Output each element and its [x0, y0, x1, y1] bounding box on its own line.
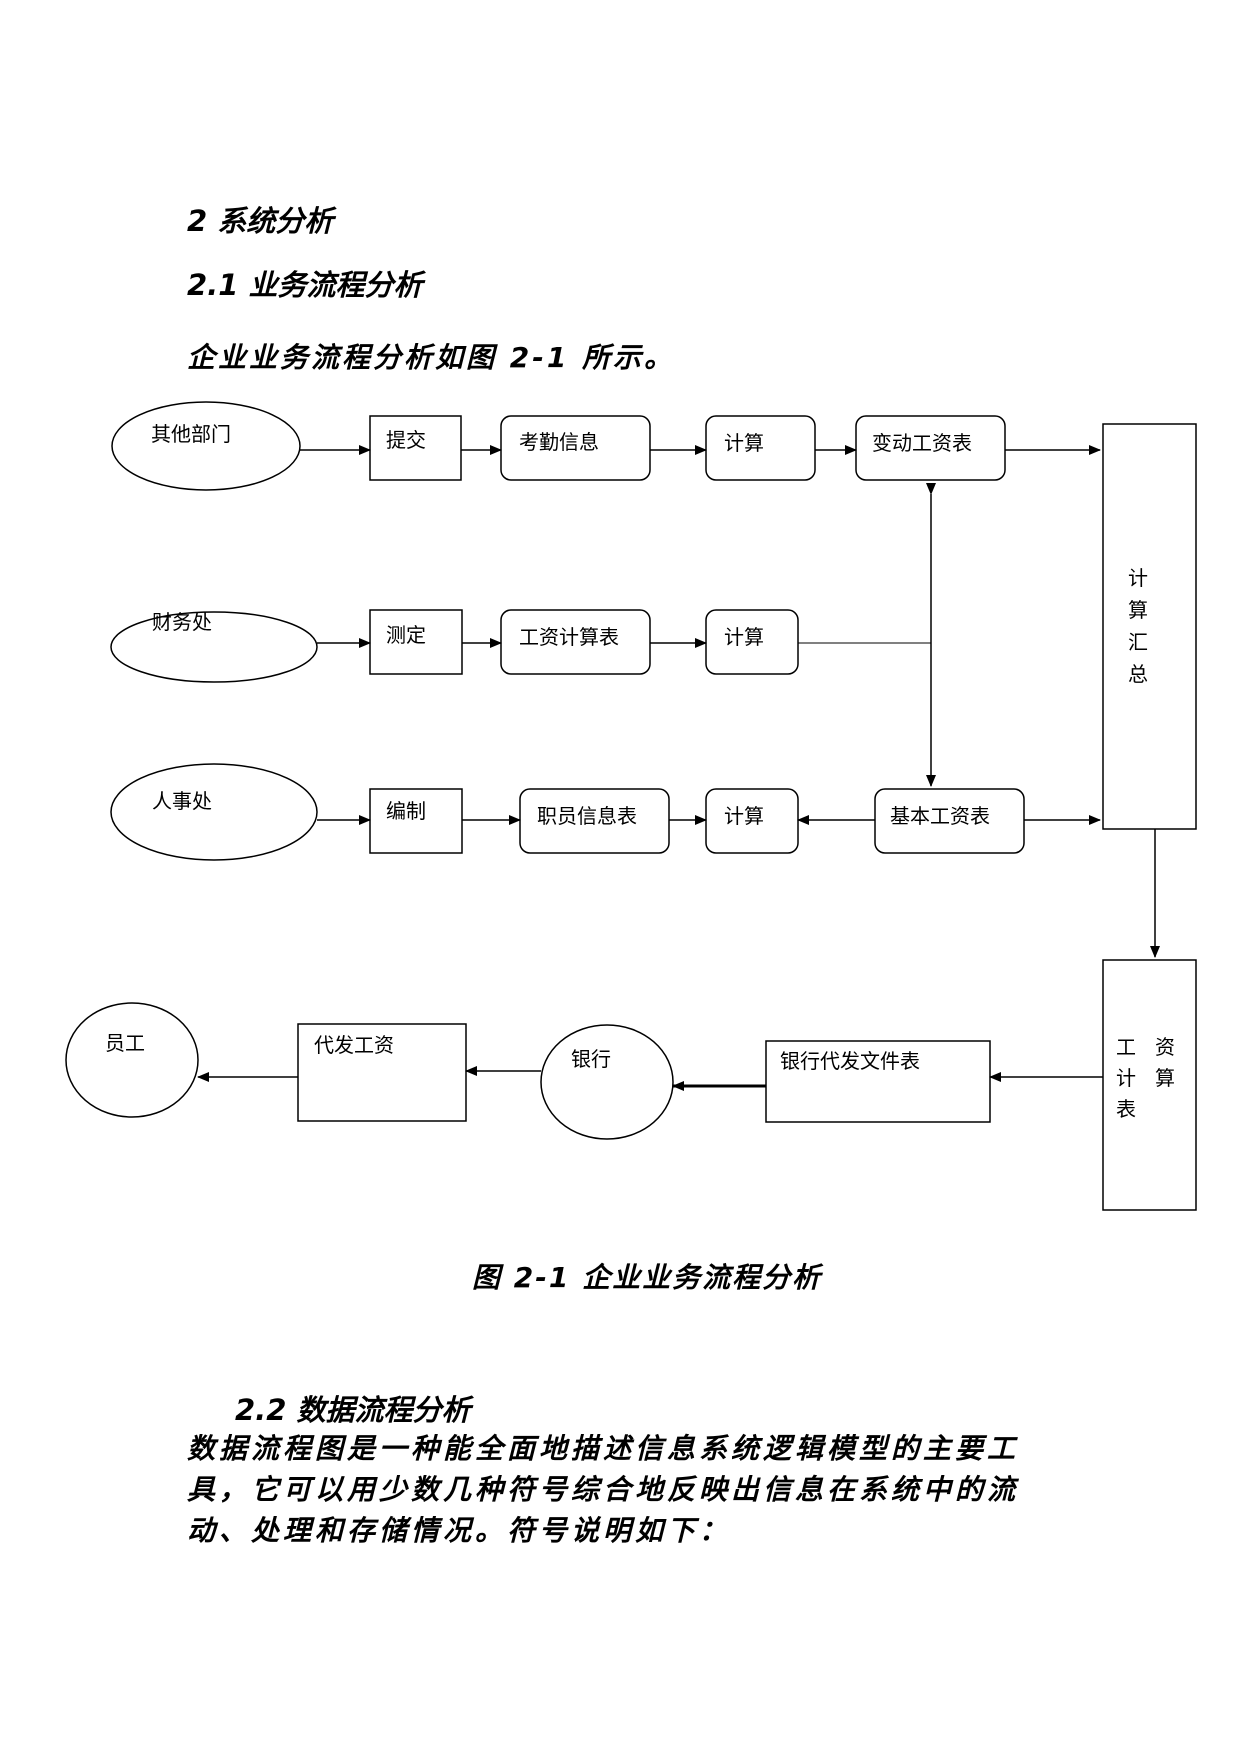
figure-caption: 图 2-1 企业业务流程分析 [472, 1261, 823, 1294]
label-variable-wage: 变动工资表 [872, 431, 972, 455]
label-wage-calc-table: 工资计算表 [519, 625, 619, 649]
label-base-wage: 基本工资表 [890, 804, 990, 828]
label-calc-mid: 计算 [724, 625, 764, 649]
label-staff-info: 职员信息表 [537, 804, 637, 828]
node-finance [110, 611, 318, 683]
intro-sentence: 企业业务流程分析如图 2-1 所示。 [187, 341, 676, 374]
node-wage-table [1102, 959, 1197, 1211]
label-hr: 人事处 [152, 789, 212, 813]
label-wage-table-3: 计 [1116, 1066, 1136, 1090]
label-bank-file: 银行代发文件表 [780, 1049, 920, 1073]
label-calc-bot: 计算 [724, 804, 764, 828]
node-bank [540, 1024, 674, 1140]
label-summary-1: 计 [1128, 566, 1148, 590]
dataflow-paragraph: 数据流程图是一种能全面地描述信息系统逻辑模型的主要工具，它可以用少数几种符号综合… [187, 1432, 1020, 1547]
label-wage-table-1: 工 [1116, 1035, 1136, 1059]
label-summary-4: 总 [1128, 662, 1148, 686]
label-wage-table-5: 表 [1116, 1097, 1136, 1121]
label-other-dept: 其他部门 [151, 422, 231, 446]
label-employee: 员工 [105, 1031, 145, 1055]
label-finance: 财务处 [152, 610, 212, 634]
label-wage-table-2: 资 [1155, 1035, 1175, 1059]
label-summary-3: 汇 [1128, 630, 1148, 654]
label-submit: 提交 [386, 428, 426, 452]
node-base-wage [874, 788, 1025, 854]
label-compile: 编制 [386, 799, 426, 823]
section-heading: 2 系统分析 [187, 204, 334, 238]
node-employee [65, 1002, 199, 1118]
label-summary-2: 算 [1128, 598, 1148, 622]
label-calc-top: 计算 [724, 431, 764, 455]
node-summary [1102, 423, 1197, 830]
label-measure: 测定 [386, 623, 426, 647]
node-hr [110, 763, 318, 861]
label-bank: 银行 [571, 1047, 611, 1071]
node-other-dept [111, 401, 301, 491]
label-attendance: 考勤信息 [519, 430, 599, 454]
subsection-heading-2-2: 2.2 数据流程分析 [235, 1393, 471, 1427]
label-wage-table-4: 算 [1155, 1066, 1175, 1090]
label-pay-wage: 代发工资 [314, 1033, 394, 1057]
subsection-heading-2-1: 2.1 业务流程分析 [187, 268, 423, 302]
